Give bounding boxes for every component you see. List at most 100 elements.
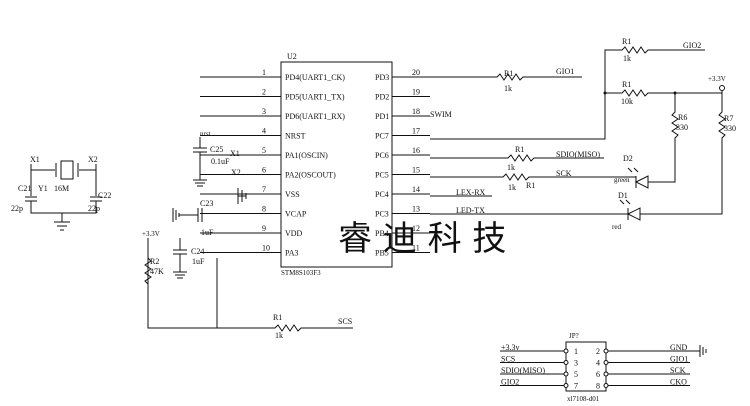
led-tx-label: LED-TX bbox=[456, 206, 485, 215]
ic-left-pin-number: 7 bbox=[262, 185, 266, 194]
connector-left-pin-number: 7 bbox=[574, 382, 578, 391]
r2-value: 47K bbox=[150, 267, 164, 276]
c21-value: 22p bbox=[11, 204, 23, 213]
ic-right-pin-number: 13 bbox=[412, 205, 420, 214]
ic-left-pin-name: PD4(UART1_CK) bbox=[285, 73, 345, 82]
sck-label: SCK bbox=[556, 169, 572, 178]
r6-resistor bbox=[648, 93, 679, 183]
connector-left-net: +3.3v bbox=[501, 343, 520, 352]
x1-label-ic: X1 bbox=[230, 149, 240, 158]
ic-left-pin-number: 4 bbox=[262, 127, 266, 136]
connector-left-pin-number: 3 bbox=[574, 359, 578, 368]
c24-value: 1uF bbox=[192, 257, 205, 266]
connector-right-pin-number: 6 bbox=[596, 370, 600, 379]
sdio-label: SDIO(MISO) bbox=[556, 150, 600, 159]
connector-left-pin-dot bbox=[563, 360, 569, 365]
right-circuits: R1 1k GIO1 SWIM R1 1k GIO2 R1 10k +3.3V … bbox=[430, 37, 736, 231]
ic-right-pin-name: PC5 bbox=[375, 171, 389, 180]
r1-sdio-ref: R1 bbox=[515, 145, 524, 154]
r1-gio1-resistor bbox=[430, 73, 582, 81]
connector-ref: JP? bbox=[569, 332, 579, 340]
ic-left-pins: 1PD4(UART1_CK)2PD5(UART1_TX)3PD6(UART1_R… bbox=[200, 68, 345, 258]
r1-pullup-value: 10k bbox=[621, 97, 633, 106]
connector-right-pin-dot bbox=[603, 360, 609, 365]
ic-right-pin-name: PD3 bbox=[375, 73, 389, 82]
connector-right-pin-number: 2 bbox=[596, 347, 600, 356]
connector-right-pin-dot bbox=[603, 371, 609, 377]
ic-left-pin-name: PD5(UART1_TX) bbox=[285, 93, 345, 102]
connector-body bbox=[565, 341, 607, 392]
gio2-label: GIO2 bbox=[683, 41, 701, 50]
ic-right-pin-number: 17 bbox=[412, 127, 420, 136]
r1-sdio-value: 1k bbox=[507, 163, 515, 172]
vcc-top-terminal bbox=[719, 85, 725, 91]
lex-rx-label: LEX-RX bbox=[456, 188, 486, 197]
r1-gio2-ref: R1 bbox=[622, 37, 631, 46]
ic-ref: U2 bbox=[287, 52, 297, 61]
d1-diode bbox=[626, 207, 641, 221]
ic-right-pin-name: PB5 bbox=[375, 249, 389, 258]
r6-ref: R6 bbox=[678, 113, 687, 122]
ic-right-pin-name: PB4 bbox=[375, 229, 389, 238]
ic-left-pin-number: 1 bbox=[262, 68, 266, 77]
d1-light-rays bbox=[619, 199, 631, 205]
swim-label: SWIM bbox=[430, 110, 452, 119]
connector-left-net: SDIO(MISO) bbox=[501, 366, 545, 375]
c23-cap bbox=[197, 208, 203, 222]
ic-right-pin-name: PC7 bbox=[375, 132, 389, 141]
ic-right-pin-name: PC3 bbox=[375, 210, 389, 219]
y1-ref: Y1 bbox=[38, 184, 48, 193]
c21-ref: C21 bbox=[18, 184, 31, 193]
crystal-gnd-icon bbox=[54, 221, 70, 231]
d2-ref: D2 bbox=[623, 154, 633, 163]
connector-left-net: GIO2 bbox=[501, 378, 519, 387]
r7-resistor bbox=[640, 91, 726, 215]
connector-left-pin-number: 5 bbox=[574, 370, 578, 379]
r1-sck-value: 1k bbox=[508, 183, 516, 192]
ic-left-pin-number: 10 bbox=[262, 244, 270, 253]
r2-ref: R2 bbox=[150, 257, 159, 266]
left-circuits: nrst C25 0.1uF X1 X2 C23 1uF +3.3V C24 1… bbox=[142, 130, 353, 340]
d2-light-rays bbox=[627, 167, 639, 173]
d2-value: green bbox=[614, 176, 630, 184]
ic-right-pin-number: 12 bbox=[412, 224, 420, 233]
r1-gio2-resistor bbox=[430, 46, 705, 140]
r1-gio1-value: 1k bbox=[504, 84, 512, 93]
ic-right-pin-number: 16 bbox=[412, 146, 420, 155]
r1-scs-value: 1k bbox=[275, 331, 283, 340]
crystal-circuit: X1 X2 Y1 16M C21 22p C22 22p bbox=[11, 155, 111, 231]
connector-right-pin-number: 4 bbox=[596, 359, 600, 368]
r1-scs-resistor bbox=[217, 324, 353, 332]
c25-value: 0.1uF bbox=[211, 157, 230, 166]
connector-right-pin-number: 8 bbox=[596, 382, 600, 391]
ic-left-pin-name: PA1(OSCIN) bbox=[285, 151, 328, 160]
r7-ref: R7 bbox=[724, 114, 733, 123]
ic-right-pin-name: PD1 bbox=[375, 112, 389, 121]
r1-pullup-resistor bbox=[605, 89, 722, 97]
c24-gnd-icon bbox=[173, 271, 187, 279]
x2-label-ic: X2 bbox=[231, 168, 241, 177]
watermark-text: 睿 迪 科 技 bbox=[338, 219, 506, 259]
ic-left-pin-number: 8 bbox=[262, 205, 266, 214]
c25-ref: C25 bbox=[210, 145, 223, 154]
junction-pullup bbox=[603, 91, 607, 95]
connector-right-net: GIO1 bbox=[670, 355, 688, 364]
connector-left-pin-number: 1 bbox=[574, 347, 578, 356]
ic-left-pin-name: PA3 bbox=[285, 249, 299, 258]
ic-u2: U2 STM8S103F3 1PD4(UART1_CK)2PD5(UART1_T… bbox=[200, 52, 430, 277]
vdd-wire bbox=[147, 238, 218, 329]
ic-left-pin-number: 2 bbox=[262, 88, 266, 97]
ic-right-pin-number: 14 bbox=[412, 185, 420, 194]
vcap-gnd-icon bbox=[172, 208, 198, 222]
ic-right-pin-number: 15 bbox=[412, 166, 420, 175]
vcc-left-label: +3.3V bbox=[142, 230, 160, 238]
crystal-gnd-wire bbox=[30, 201, 97, 222]
crystal-caps bbox=[25, 196, 102, 202]
connector-right-net: CKO bbox=[670, 378, 687, 387]
crystal-plates bbox=[55, 163, 79, 177]
ic-left-pin-number: 3 bbox=[262, 107, 266, 116]
ic-right-pin-name: PC4 bbox=[375, 190, 389, 199]
